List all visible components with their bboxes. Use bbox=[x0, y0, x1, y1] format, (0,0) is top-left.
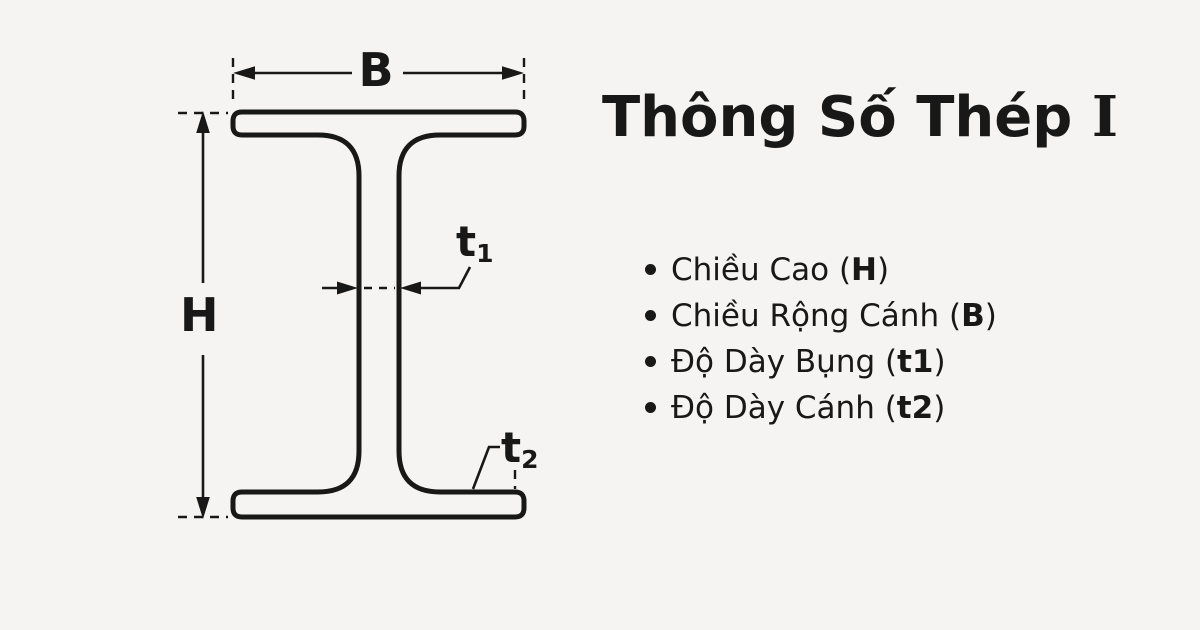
spec-param: t2 bbox=[896, 389, 934, 426]
spec-param: H bbox=[851, 251, 877, 288]
spec-close: ) bbox=[933, 389, 946, 426]
t1-subscript: 1 bbox=[476, 239, 493, 268]
spec-text: Chiều Rộng Cánh (B) bbox=[671, 298, 997, 334]
bullet-icon bbox=[645, 264, 656, 275]
bullet-icon bbox=[645, 310, 656, 321]
bullet-icon bbox=[645, 356, 656, 367]
spec-close: ) bbox=[984, 297, 997, 334]
dimension-t2: t2 bbox=[471, 423, 538, 490]
t2-subscript: 2 bbox=[521, 445, 538, 474]
title-text: Thông Số Thép bbox=[601, 85, 1073, 150]
arrow-left-icon bbox=[233, 66, 255, 80]
label-B: B bbox=[358, 43, 393, 97]
spec-text: Chiều Cao (H) bbox=[671, 252, 889, 288]
spec-close: ) bbox=[877, 251, 890, 288]
arrow-right-icon bbox=[502, 66, 524, 80]
dimension-t1: t1 bbox=[322, 217, 493, 295]
title-ibeam-symbol: I bbox=[1091, 84, 1119, 150]
arrow-down-icon bbox=[196, 497, 210, 519]
spec-label: Độ Dày Bụng ( bbox=[671, 343, 898, 380]
t1-base: t bbox=[456, 217, 476, 266]
spec-item-height: Chiều Cao (H) bbox=[645, 251, 997, 288]
dimension-H: H bbox=[178, 111, 228, 519]
label-t2: t2 bbox=[501, 423, 538, 474]
arrow-up-icon bbox=[196, 111, 210, 133]
spec-text: Độ Dày Cánh (t2) bbox=[671, 390, 945, 426]
spec-label: Chiều Cao ( bbox=[671, 251, 852, 288]
t1-leader-line bbox=[418, 266, 472, 290]
page-title: Thông Số Thép I bbox=[580, 84, 1140, 150]
spec-text: Độ Dày Bụng (t1) bbox=[671, 344, 946, 380]
arrow-right-icon bbox=[337, 281, 358, 295]
t2-leader-line bbox=[471, 445, 500, 490]
bullet-icon bbox=[645, 402, 656, 413]
dimension-B: B bbox=[231, 43, 526, 106]
spec-param: B bbox=[961, 297, 985, 334]
spec-item-flange-width: Chiều Rộng Cánh (B) bbox=[645, 297, 997, 334]
spec-label: Độ Dày Cánh ( bbox=[671, 389, 897, 426]
label-H: H bbox=[180, 288, 219, 342]
spec-label: Chiều Rộng Cánh ( bbox=[671, 297, 962, 334]
label-t1: t1 bbox=[456, 217, 493, 268]
ibeam-outline bbox=[230, 109, 527, 520]
spec-close: ) bbox=[933, 343, 946, 380]
spec-item-web-thickness: Độ Dày Bụng (t1) bbox=[645, 343, 997, 380]
info-panel: Thông Số Thép I Chiều Cao (H) Chiều Rộng… bbox=[580, 0, 1160, 630]
arrow-left-icon bbox=[400, 281, 421, 295]
t2-base: t bbox=[501, 423, 521, 472]
spec-param: t1 bbox=[897, 343, 934, 380]
spec-list: Chiều Cao (H) Chiều Rộng Cánh (B) Độ Dày… bbox=[645, 251, 997, 435]
spec-item-flange-thickness: Độ Dày Cánh (t2) bbox=[645, 389, 997, 426]
